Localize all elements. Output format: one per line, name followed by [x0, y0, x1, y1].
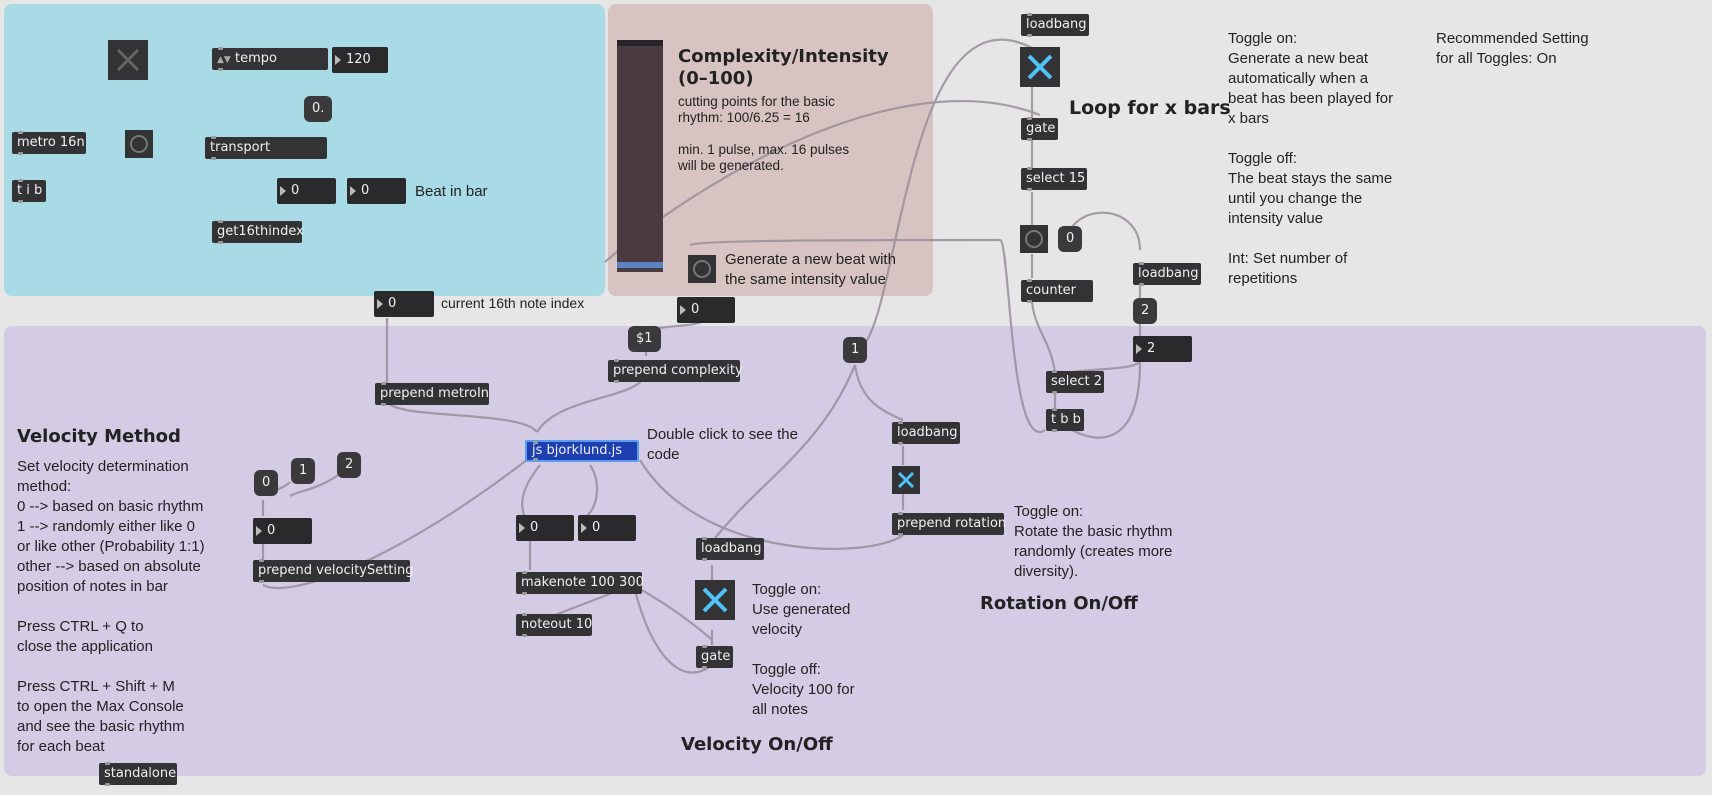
js-bjorklund[interactable]: js bjorklund.js	[525, 440, 639, 462]
metro-object[interactable]: metro 16n	[12, 131, 86, 155]
select-15[interactable]: select 15	[1021, 167, 1087, 191]
velocity-method-number[interactable]: 0	[253, 518, 312, 544]
loop-bang[interactable]	[1020, 225, 1048, 253]
velocity-method-2[interactable]: 2	[337, 452, 362, 478]
x-icon	[116, 48, 140, 72]
triangle-icon	[350, 186, 356, 196]
velocity-method-title: Velocity Method	[17, 426, 181, 447]
regenerate-label: Generate a new beat with the same intens…	[725, 251, 896, 288]
beat-in-bar-label: Beat in bar	[415, 183, 488, 200]
rotation-message[interactable]: 1	[843, 337, 868, 363]
repetitions-loadbang[interactable]: loadbang	[1133, 262, 1201, 286]
triangle-icon	[377, 299, 383, 309]
tempo-param[interactable]: ▲▼ tempo	[212, 47, 328, 71]
makenote-object[interactable]: makenote 100 300	[516, 571, 644, 595]
standalone-object[interactable]: standalone	[99, 762, 177, 786]
beat-number-a[interactable]: 0	[277, 178, 336, 204]
regenerate-bang[interactable]	[688, 255, 716, 283]
current-index-number[interactable]: 0	[374, 291, 434, 317]
velocity-toggle-description: Toggle on: Use generated velocity Toggle…	[752, 581, 855, 718]
x-icon	[1027, 54, 1053, 80]
triangle-icon	[519, 523, 525, 533]
loop-title: Loop for x bars	[1069, 97, 1231, 119]
rotation-toggle[interactable]	[892, 466, 920, 494]
triangle-icon	[1136, 344, 1142, 354]
velocity-title: Velocity On/Off	[681, 734, 833, 755]
velocity-method-0[interactable]: 0	[254, 470, 279, 496]
velocity-toggle[interactable]	[695, 580, 735, 620]
updown-icon: ▲▼	[217, 55, 231, 65]
dollar-one-message[interactable]: $1	[628, 326, 661, 352]
slider-knob	[617, 262, 663, 268]
trigger-object[interactable]: t i b	[12, 179, 46, 203]
prepend-rotation[interactable]: prepend rotation	[892, 512, 1006, 536]
triangle-icon	[256, 526, 262, 536]
velocity-number[interactable]: 0	[578, 515, 636, 541]
current-index-label: current 16th note index	[441, 295, 585, 311]
complexity-title: Complexity/Intensity (0–100)	[678, 46, 889, 89]
pitch-number[interactable]: 0	[516, 515, 574, 541]
prepend-metroin[interactable]: prepend metroIn	[375, 382, 489, 406]
select-2[interactable]: select 2	[1046, 370, 1104, 394]
bang-icon	[1025, 230, 1043, 248]
triangle-icon	[581, 523, 587, 533]
tempo-number[interactable]: 120	[332, 47, 388, 73]
repetitions-number[interactable]: 2	[1133, 336, 1192, 362]
beat-number-b[interactable]: 0	[347, 178, 406, 204]
velocity-method-description: Set velocity determination method: 0 -->…	[17, 458, 205, 755]
repetitions-message[interactable]: 2	[1133, 298, 1158, 324]
noteout-object[interactable]: noteout 10	[516, 613, 592, 637]
main-patch-panel	[4, 326, 1706, 776]
triangle-icon	[680, 305, 686, 315]
rotation-loadbang[interactable]: loadbang	[892, 421, 960, 445]
x-icon	[897, 471, 915, 489]
js-hint: Double click to see the code	[647, 426, 798, 463]
x-icon	[702, 587, 728, 613]
counter-object[interactable]: counter	[1021, 279, 1093, 303]
counter-reset-message[interactable]: 0	[1058, 226, 1083, 252]
loop-gate[interactable]: gate	[1021, 117, 1058, 141]
get16thindex-object[interactable]: get16thindex	[212, 220, 304, 244]
prepend-velocity-setting[interactable]: prepend velocitySetting	[253, 559, 414, 583]
velocity-method-1[interactable]: 1	[291, 458, 316, 484]
loop-loadbang[interactable]: loadbang	[1021, 13, 1089, 37]
velocity-loadbang[interactable]: loadbang	[696, 537, 764, 561]
loop-toggle-description: Toggle on: Generate a new beat automatic…	[1228, 30, 1394, 287]
rotation-description: Toggle on: Rotate the basic rhythm rando…	[1014, 503, 1173, 580]
complexity-number[interactable]: 0	[677, 297, 735, 323]
complexity-slider[interactable]	[617, 40, 663, 272]
complexity-description: cutting points for the basic rhythm: 100…	[678, 94, 850, 173]
prepend-complexity[interactable]: prepend complexity	[608, 359, 743, 383]
bang-icon	[693, 260, 711, 278]
bang-icon	[130, 135, 148, 153]
recommended-setting: Recommended Setting for all Toggles: On	[1436, 30, 1589, 67]
loop-toggle[interactable]	[1020, 47, 1060, 87]
triangle-icon	[280, 186, 286, 196]
transport-object[interactable]: transport	[205, 136, 327, 160]
metro-toggle[interactable]	[108, 40, 148, 80]
triangle-icon	[335, 55, 341, 65]
trigger-bb[interactable]: t b b	[1046, 408, 1084, 432]
rotation-title: Rotation On/Off	[980, 593, 1138, 614]
float-number[interactable]: 0.	[304, 96, 333, 122]
metro-bang[interactable]	[125, 130, 153, 158]
velocity-gate[interactable]: gate	[696, 645, 733, 669]
